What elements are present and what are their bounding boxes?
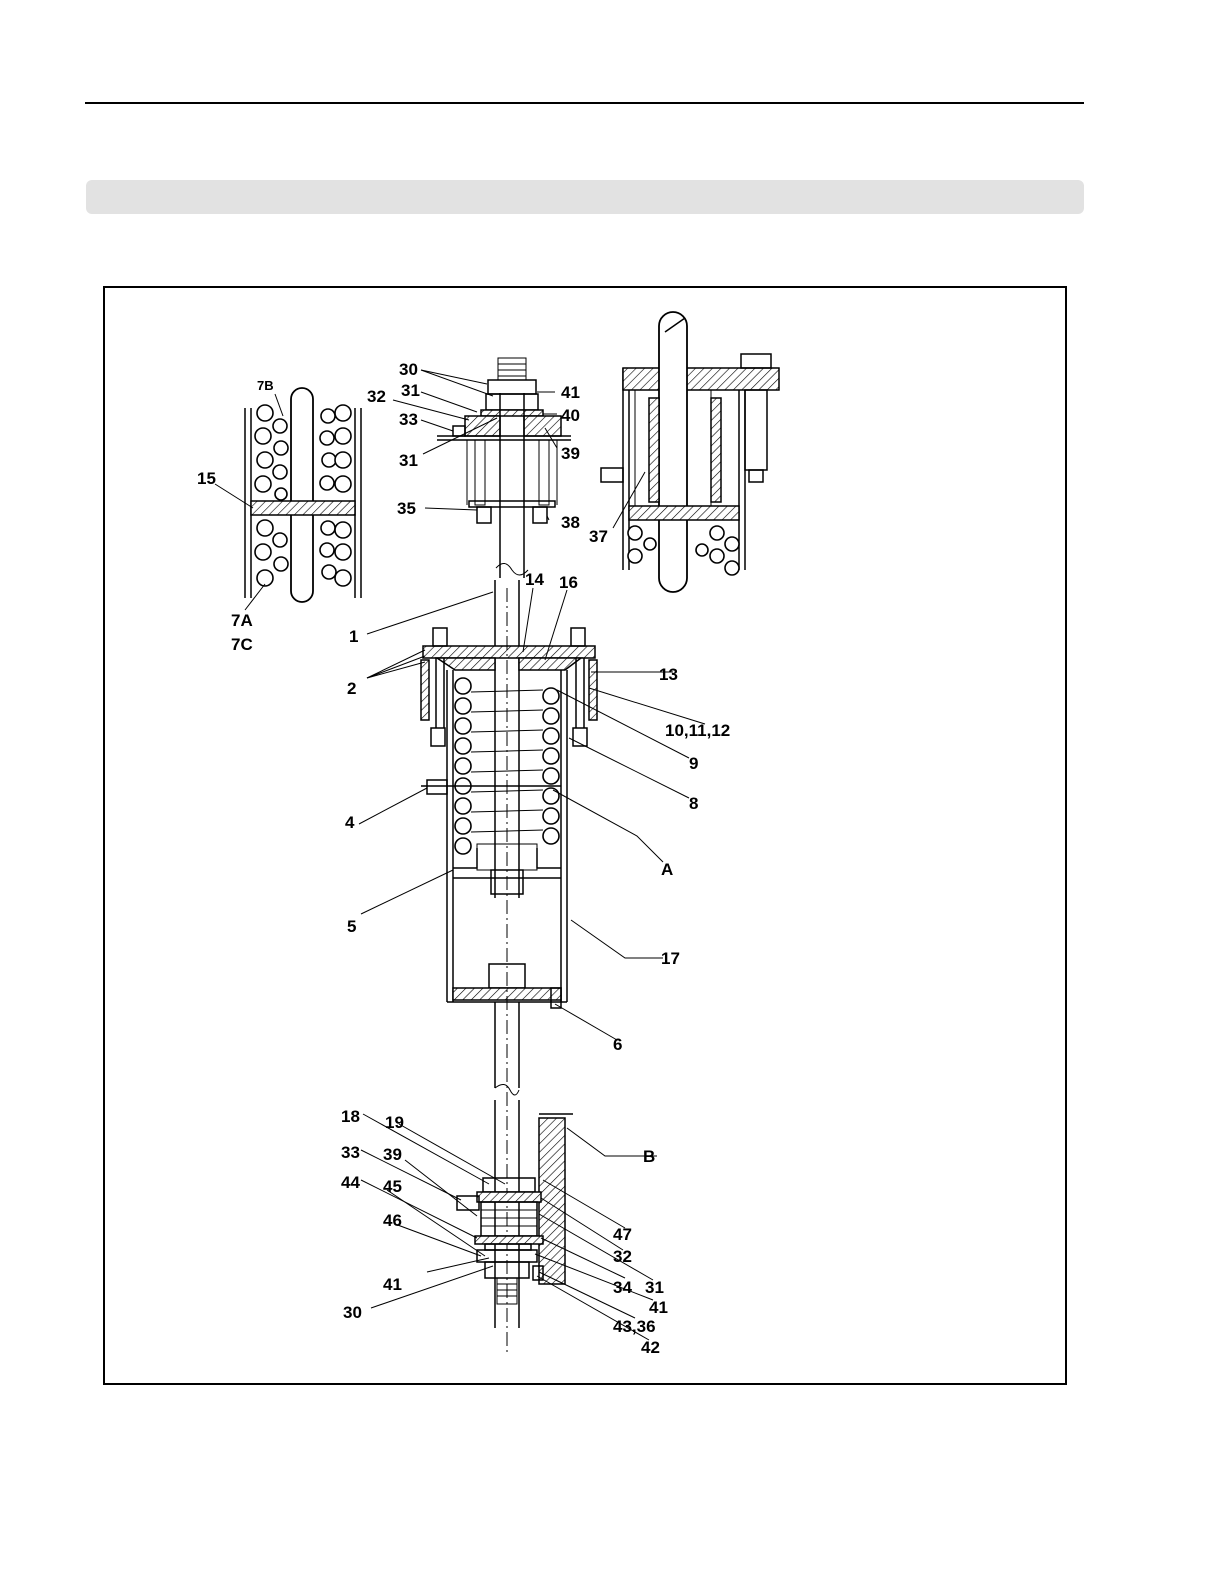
callout-37: 37 (589, 527, 608, 546)
callout-1: 1 (349, 627, 358, 646)
detail-housing-cutaway (601, 312, 779, 592)
callout-15: 15 (197, 469, 216, 488)
callout-4: 4 (345, 813, 355, 832)
callout-17: 17 (661, 949, 680, 968)
callout-13: 13 (659, 665, 678, 684)
callout-31-bottom: 31 (645, 1278, 664, 1297)
spring-hanger-assembly-diagram: 7B 15 7A 7C 30 31 32 33 31 41 40 39 35 3… (105, 288, 1069, 1387)
callout-32-bottom: 32 (613, 1247, 632, 1266)
top-rule (85, 102, 1084, 104)
callout-46: 46 (383, 1211, 402, 1230)
callout-35: 35 (397, 499, 416, 518)
detail-top-attachment (437, 358, 571, 578)
section-title-band (86, 180, 1084, 214)
callout-41-top: 41 (561, 383, 580, 402)
callout-a: A (661, 860, 673, 879)
callout-41-bottom-a: 41 (383, 1275, 402, 1294)
callout-2: 2 (347, 679, 356, 698)
callout-39-bottom: 39 (383, 1145, 402, 1164)
callout-41-bottom-b: 41 (649, 1298, 668, 1317)
callout-14: 14 (525, 570, 544, 589)
callout-43-36: 43,36 (613, 1317, 656, 1336)
detail-coil-stack (245, 388, 361, 602)
callout-42: 42 (641, 1338, 660, 1357)
callout-44: 44 (341, 1173, 360, 1192)
callout-7a: 7A (231, 611, 253, 630)
callout-31-top-a: 31 (401, 381, 420, 400)
callout-b: B (643, 1147, 655, 1166)
callout-45: 45 (383, 1177, 402, 1196)
callout-5: 5 (347, 917, 356, 936)
callout-38: 38 (561, 513, 580, 532)
callout-7b: 7B (257, 378, 274, 393)
callout-16: 16 (559, 573, 578, 592)
callout-32-top: 32 (367, 387, 386, 406)
callout-33-top: 33 (399, 410, 418, 429)
callout-7c: 7C (231, 635, 253, 654)
callout-18: 18 (341, 1107, 360, 1126)
callout-30-top: 30 (399, 360, 418, 379)
figure-frame: 7B 15 7A 7C 30 31 32 33 31 41 40 39 35 3… (103, 286, 1067, 1385)
callout-39-top: 39 (561, 444, 580, 463)
callout-40: 40 (561, 406, 580, 425)
callout-19: 19 (385, 1113, 404, 1132)
callout-31-top-b: 31 (399, 451, 418, 470)
callout-10-11-12: 10,11,12 (665, 721, 730, 740)
callout-34: 34 (613, 1278, 632, 1297)
callout-47: 47 (613, 1225, 632, 1244)
callout-33-bottom: 33 (341, 1143, 360, 1162)
callout-9: 9 (689, 754, 698, 773)
callout-30-bottom: 30 (343, 1303, 362, 1322)
callout-6: 6 (613, 1035, 622, 1054)
callout-8: 8 (689, 794, 698, 813)
